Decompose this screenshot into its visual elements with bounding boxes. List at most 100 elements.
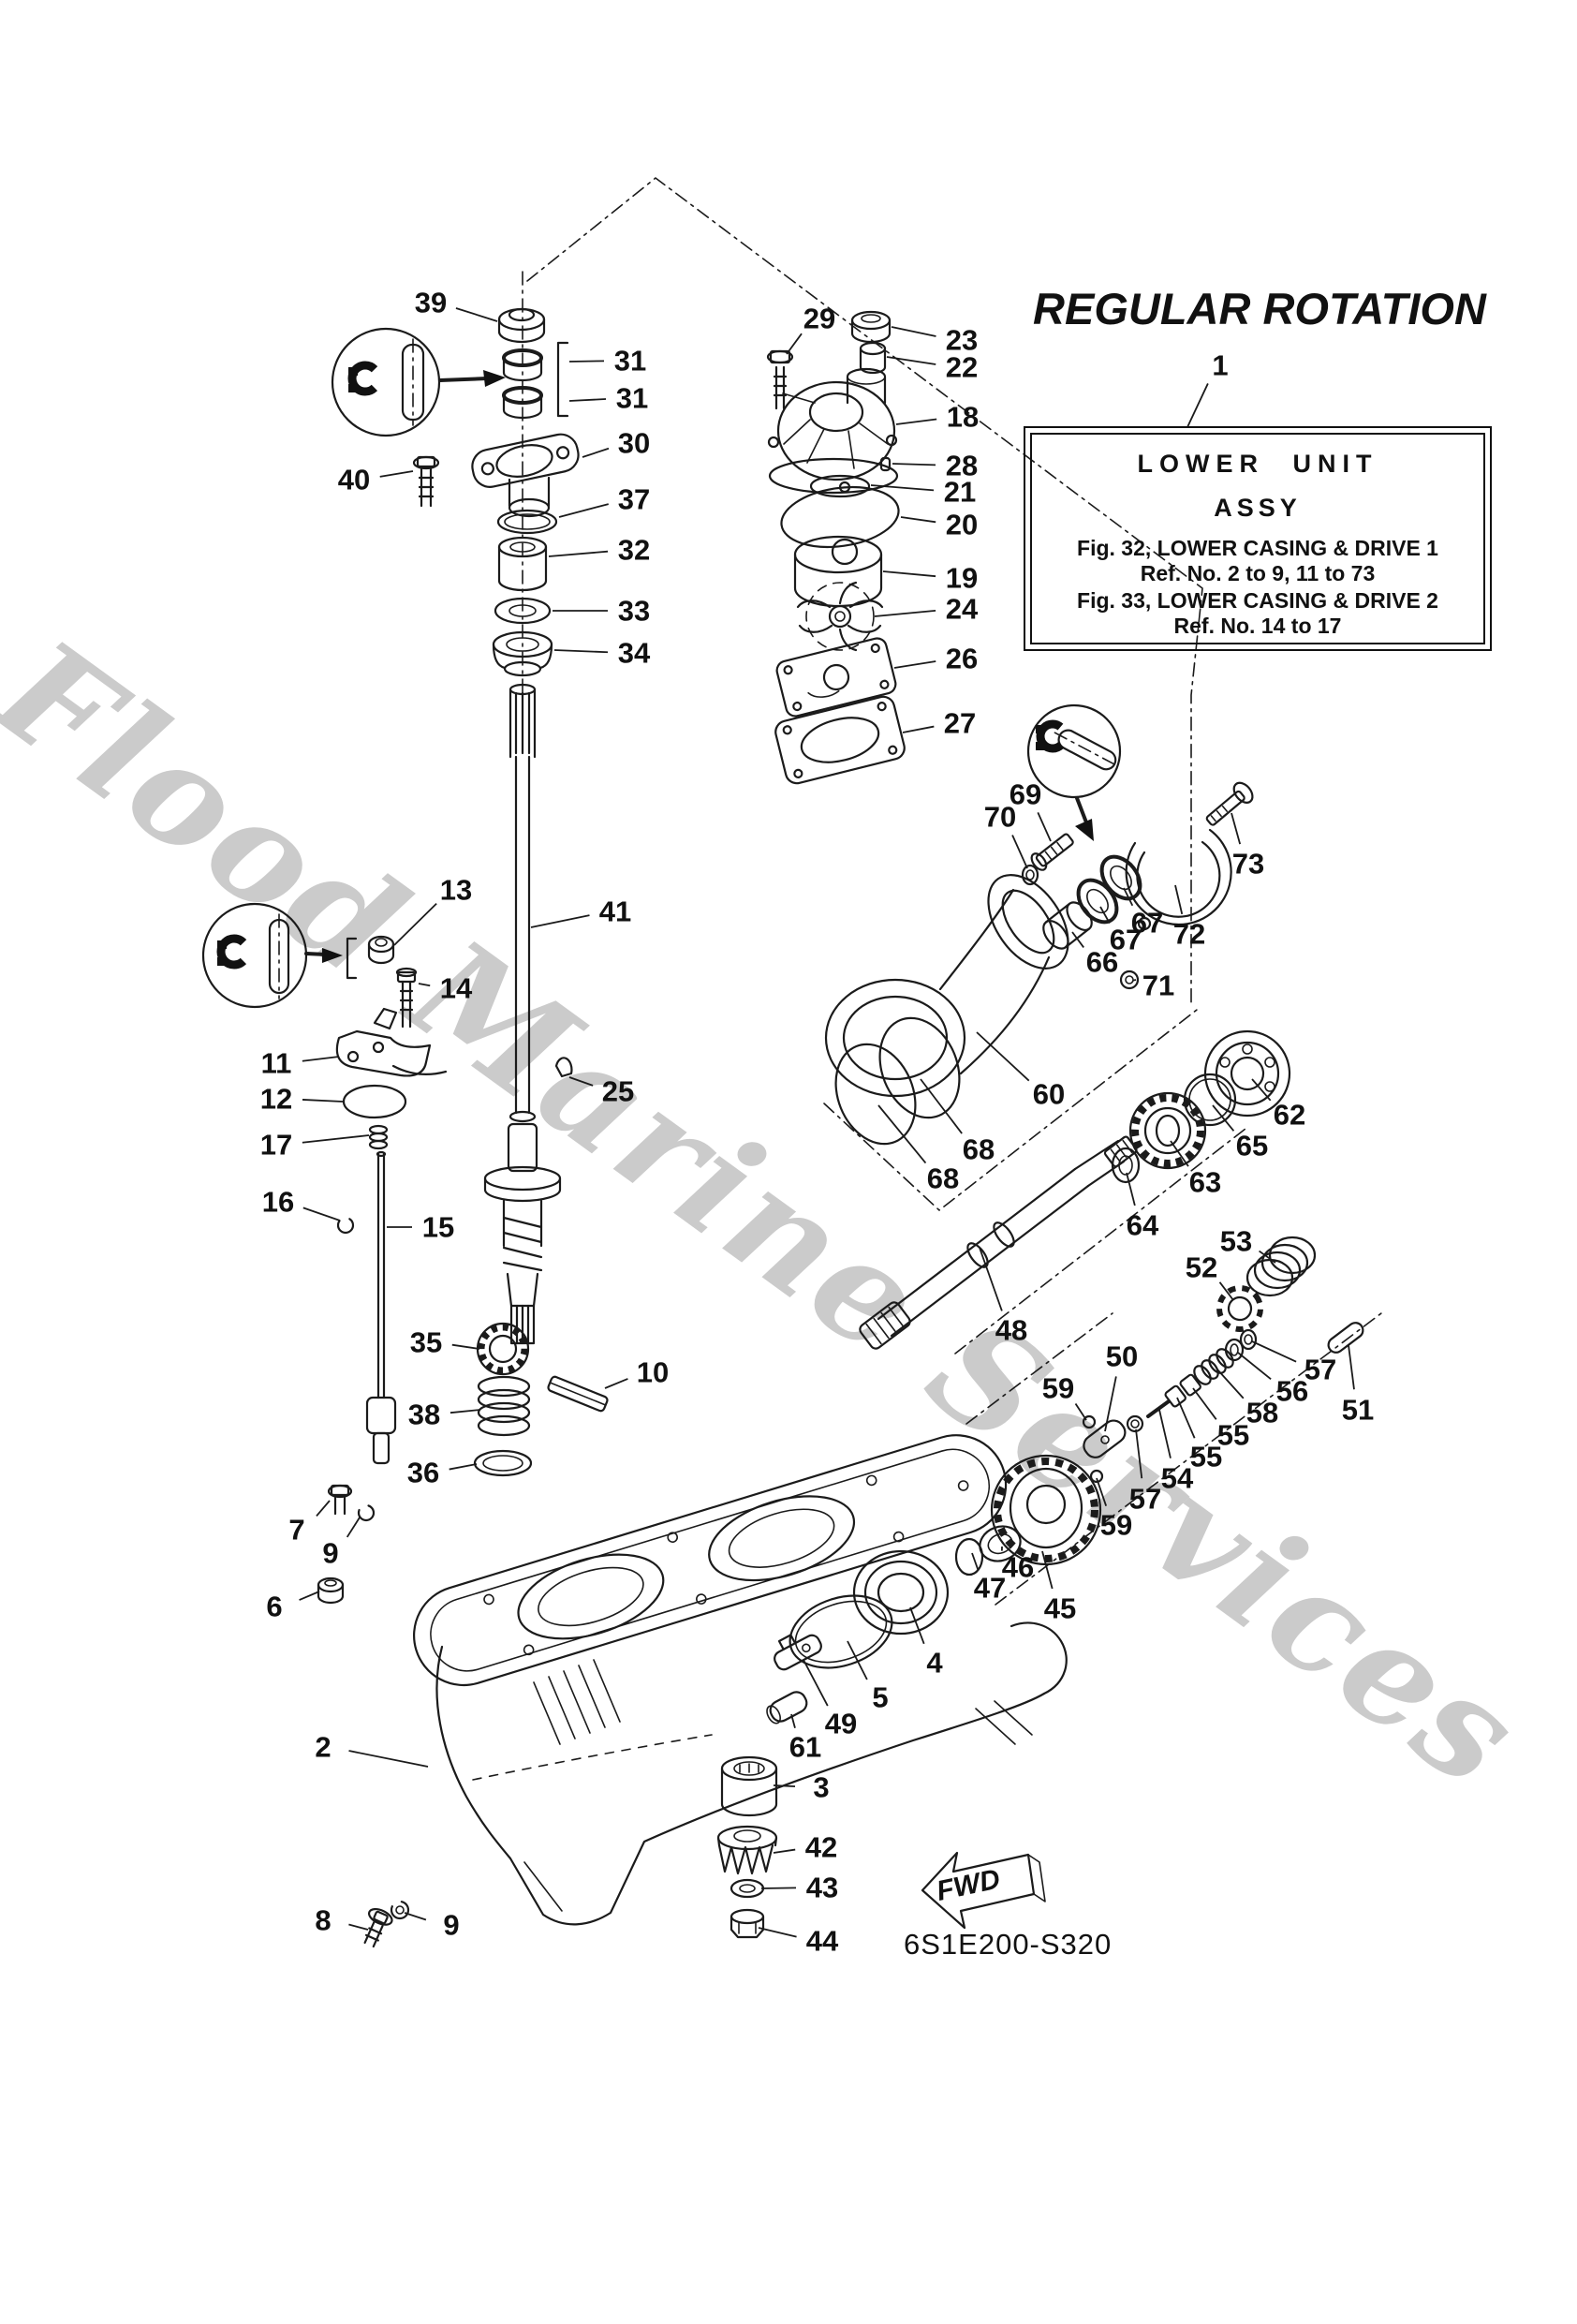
leader-line-13 — [393, 903, 437, 946]
leader-line-59 — [1074, 1403, 1087, 1421]
callout-68-40: 68 — [926, 1162, 960, 1195]
callout-57-49: 57 — [1304, 1353, 1337, 1386]
leader-line-73 — [1231, 812, 1242, 845]
callout-69-30: 69 — [1009, 777, 1042, 811]
callout-29-9: 29 — [803, 302, 836, 335]
lower-unit-assy-box-inner: LOWER UNIT ASSY Fig. 32, LOWER CASING & … — [1030, 433, 1485, 644]
prop-shaft-group — [859, 1135, 1364, 1484]
callout-51-52: 51 — [1341, 1393, 1375, 1427]
leader-line-9 — [346, 1517, 361, 1538]
callout-73-32: 73 — [1231, 847, 1265, 881]
callout-14-23: 14 — [439, 971, 473, 1005]
callout-50-48: 50 — [1105, 1340, 1139, 1373]
leader-line-28 — [892, 463, 936, 466]
leader-line-22 — [886, 356, 936, 365]
leader-line-44 — [758, 1927, 797, 1938]
callout-61-65: 61 — [788, 1730, 822, 1764]
box-fig2: Fig. 33, LOWER CASING & DRIVE 2 — [1077, 588, 1438, 613]
pinion-group — [716, 1634, 822, 1939]
callout-2-77: 2 — [315, 1730, 332, 1764]
leader-line-25 — [568, 1076, 594, 1087]
leader-line-9 — [404, 1912, 427, 1921]
callout-40-4: 40 — [337, 463, 371, 496]
leader-line-35 — [451, 1343, 480, 1350]
callout-38-72: 38 — [407, 1398, 441, 1431]
callout-7-74: 7 — [288, 1513, 305, 1547]
leader-line-58 — [1216, 1369, 1245, 1399]
leader-line-27 — [902, 725, 935, 733]
callout-71-37: 71 — [1142, 969, 1175, 1002]
leader-line-24 — [874, 609, 936, 617]
leader-line-48 — [979, 1247, 1003, 1311]
leader-line-16 — [302, 1206, 341, 1221]
callout-35-70: 35 — [409, 1325, 443, 1359]
leader-line-66 — [1071, 931, 1084, 948]
leader-line-69 — [1037, 811, 1052, 842]
box-title-line1: LOWER UNIT — [1137, 450, 1378, 478]
leader-line-20 — [900, 516, 936, 524]
leader-line-71 — [1132, 979, 1137, 982]
water-pump-group — [766, 310, 906, 785]
leader-line-31 — [568, 398, 607, 402]
callout-27-19: 27 — [943, 706, 977, 740]
leader-line-61 — [790, 1713, 796, 1729]
callout-15-29: 15 — [421, 1210, 455, 1244]
callout-18-12: 18 — [946, 400, 980, 434]
callout-65-42: 65 — [1235, 1129, 1269, 1162]
callout-59-50: 59 — [1041, 1371, 1075, 1405]
driveshaft — [483, 683, 562, 1345]
callout-30-3: 30 — [617, 426, 651, 460]
leader-line-19 — [882, 570, 936, 578]
callout-43-68: 43 — [805, 1871, 839, 1904]
leader-line-38 — [450, 1409, 481, 1414]
callout-72-33: 72 — [1172, 917, 1206, 951]
box-ref1: Ref. No. 2 to 9, 11 to 73 — [1140, 561, 1376, 585]
leader-line-26 — [893, 660, 936, 669]
detail-circle-clip-pin-1 — [331, 327, 569, 437]
callout-39-0: 39 — [414, 286, 448, 319]
callout-46-59: 46 — [1001, 1550, 1035, 1584]
box-ref2: Ref. No. 14 to 17 — [1173, 614, 1342, 638]
leader-line-64 — [1126, 1172, 1136, 1206]
leader-line-17 — [302, 1134, 370, 1144]
leader-line-72 — [1174, 884, 1184, 915]
leader-line-7 — [316, 1500, 331, 1517]
callout-11-24: 11 — [260, 1046, 292, 1080]
driveshaft-stack — [412, 307, 580, 677]
callout-66-36: 66 — [1085, 945, 1119, 979]
leader-line-65 — [1212, 1104, 1235, 1132]
detail-circle-clip-pin-3 — [1026, 703, 1122, 841]
callout-44-69: 44 — [805, 1924, 839, 1958]
callout-6-76: 6 — [266, 1590, 283, 1623]
leader-line-62 — [1251, 1078, 1272, 1102]
callout-67-34: 67 — [1130, 906, 1164, 940]
leader-line-12 — [302, 1099, 344, 1103]
leader-line-4 — [909, 1606, 925, 1645]
callout-9-75: 9 — [322, 1536, 339, 1570]
leader-line-18 — [895, 418, 937, 425]
leader-line-37 — [558, 503, 609, 518]
leader-line-36 — [449, 1463, 478, 1471]
leader-line-68 — [877, 1104, 927, 1164]
leader-line-56 — [1237, 1352, 1272, 1381]
callout-5-63: 5 — [872, 1680, 889, 1714]
box-fig1: Fig. 32, LOWER CASING & DRIVE 1 — [1077, 536, 1438, 560]
leader-line-45 — [1041, 1550, 1054, 1590]
leader-line-43 — [760, 1887, 797, 1889]
leader-line-68 — [920, 1078, 963, 1134]
lower-unit-assy-box: LOWER UNIT ASSY Fig. 32, LOWER CASING & … — [1024, 426, 1492, 651]
callout-37-5: 37 — [617, 482, 651, 516]
bearing-housing-group — [824, 781, 1291, 1184]
callout-26-18: 26 — [945, 642, 979, 675]
callout-36-73: 36 — [406, 1456, 440, 1489]
leader-line-21 — [870, 484, 935, 492]
callout-55-54: 55 — [1216, 1418, 1250, 1452]
leader-line-67 — [1099, 906, 1111, 925]
callout-54-56: 54 — [1160, 1461, 1194, 1495]
callout-67-35: 67 — [1109, 923, 1142, 956]
callout-63-43: 63 — [1188, 1165, 1222, 1199]
left-fasteners — [317, 1484, 410, 1948]
leader-line-34 — [553, 649, 609, 654]
